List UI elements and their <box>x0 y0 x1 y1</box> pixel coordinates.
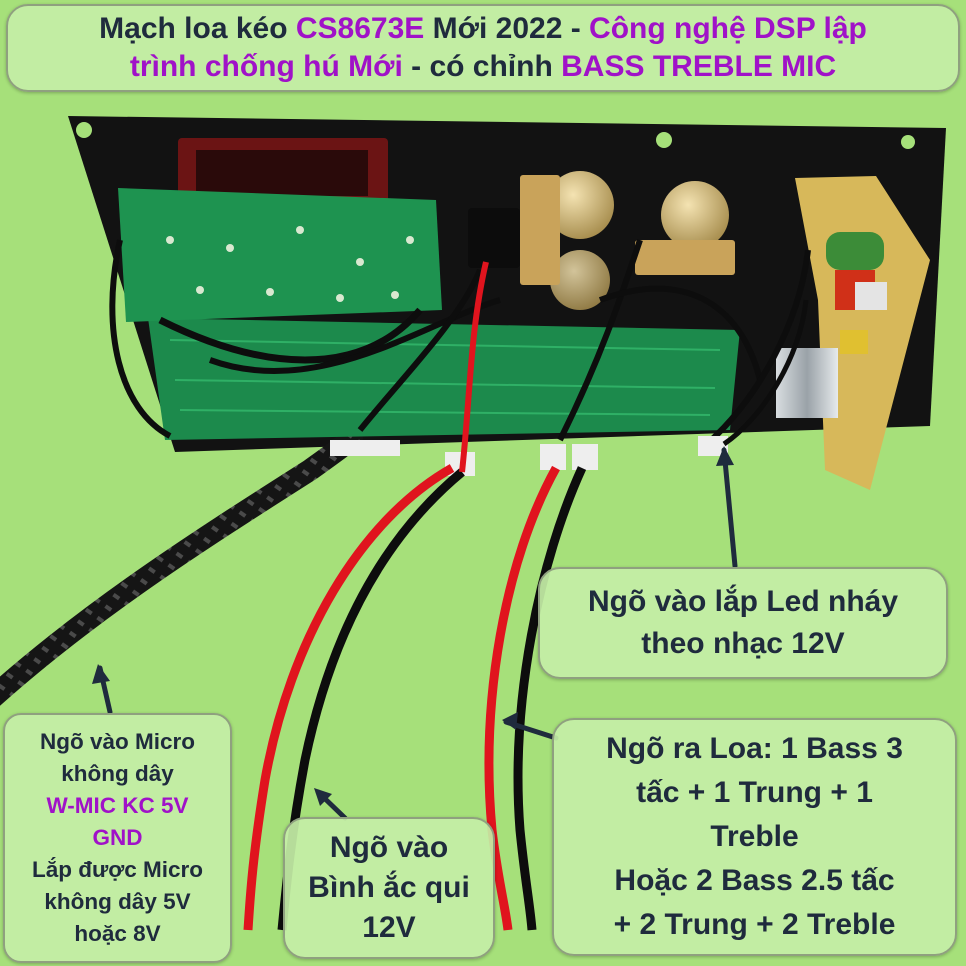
mic-input-label: Ngõ vào Micro không dây W-MIC KC 5V GND … <box>3 713 232 963</box>
model-name: CS8673E <box>295 12 425 45</box>
speaker-wire-black <box>513 466 587 931</box>
led-input-label: Ngõ vào lắp Led nháy theo nhạc 12V <box>538 567 948 679</box>
treble-knob <box>661 181 729 249</box>
battery-wire-red <box>243 464 455 931</box>
bass-knob <box>546 171 614 239</box>
capacitor <box>826 232 884 270</box>
battery-input-label: Ngõ vào Bình ắc qui 12V <box>283 817 495 959</box>
speaker-wire-red <box>484 465 560 931</box>
main-pcb <box>148 318 740 440</box>
title-line-2: trình chống hú Mới - có chỉnh BASS TREBL… <box>129 50 837 83</box>
heatsink <box>776 348 838 418</box>
dsp-feature: Công nghệ DSP lập <box>589 12 867 45</box>
led-arrow <box>721 447 738 569</box>
speaker-output-label: Ngõ ra Loa: 1 Bass 3 tấc + 1 Trung + 1 T… <box>552 718 957 956</box>
gnd-pin-label: GND <box>92 825 143 850</box>
anti-feedback-feature: trình chống hú Mới <box>129 50 403 83</box>
tone-controls: BASS TREBLE MIC <box>561 50 837 83</box>
control-pcb <box>118 188 442 322</box>
mic-pin-label: W-MIC KC 5V <box>46 793 189 818</box>
title-banner: Mạch loa kéo CS8673E Mới 2022 - Công ngh… <box>6 4 960 92</box>
title-line-1: Mạch loa kéo CS8673E Mới 2022 - Công ngh… <box>99 12 867 45</box>
